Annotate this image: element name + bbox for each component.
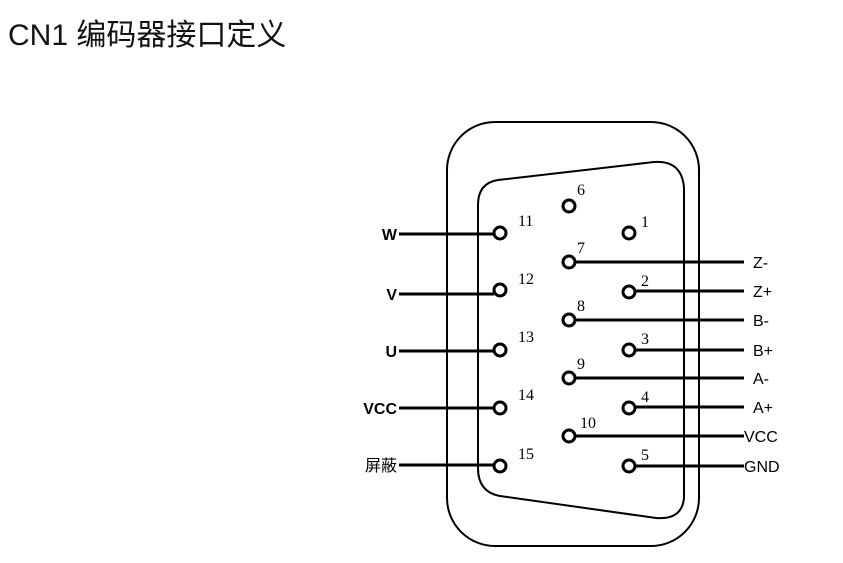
pin-7 — [561, 254, 577, 270]
signal-w: W — [382, 227, 398, 244]
pin-14 — [492, 400, 508, 416]
signal-b-minus: B- — [753, 313, 769, 330]
pin-label-14: 14 — [518, 387, 534, 404]
pin-label-2: 2 — [641, 273, 649, 290]
pin-3 — [621, 342, 637, 358]
signal-shield: 屏蔽 — [365, 456, 397, 475]
page-title: CN1 编码器接口定义 — [8, 19, 287, 52]
signal-z-plus: Z+ — [753, 284, 772, 301]
pin-6 — [561, 198, 577, 214]
signal-gnd: GND — [744, 459, 780, 476]
pin-13 — [492, 342, 508, 358]
pin-label-13: 13 — [518, 329, 534, 346]
pin-10 — [561, 428, 577, 444]
pin-8 — [561, 312, 577, 328]
pin-label-12: 12 — [518, 271, 534, 288]
pin-4 — [621, 400, 637, 416]
connector-shell — [477, 160, 685, 520]
pin-15 — [492, 458, 508, 474]
pin-label-8: 8 — [577, 298, 585, 315]
signal-z-minus: Z- — [753, 255, 768, 272]
signal-a-plus: A+ — [753, 400, 773, 417]
pin-1 — [621, 225, 637, 241]
pin-label-15: 15 — [518, 446, 534, 463]
signal-vcc-right: VCC — [744, 429, 778, 446]
pin-label-11: 11 — [518, 213, 533, 230]
signal-v: V — [386, 287, 397, 304]
pin-12 — [492, 282, 508, 298]
pin-11 — [492, 225, 508, 241]
pin-label-4: 4 — [641, 389, 649, 406]
pin-2 — [621, 284, 637, 300]
signal-vcc-left: VCC — [363, 401, 397, 418]
pin-label-1: 1 — [641, 214, 649, 231]
connector-housing — [446, 121, 700, 547]
signal-u: U — [385, 344, 397, 361]
pin-label-3: 3 — [641, 331, 649, 348]
pin-label-7: 7 — [577, 240, 585, 257]
pin-5 — [621, 458, 637, 474]
pin-label-9: 9 — [577, 356, 585, 373]
signal-a-minus: A- — [753, 371, 769, 388]
pin-label-6: 6 — [577, 182, 585, 199]
pin-label-5: 5 — [641, 447, 649, 464]
pin-label-10: 10 — [580, 415, 596, 432]
signal-b-plus: B+ — [753, 343, 773, 360]
pin-9 — [561, 370, 577, 386]
